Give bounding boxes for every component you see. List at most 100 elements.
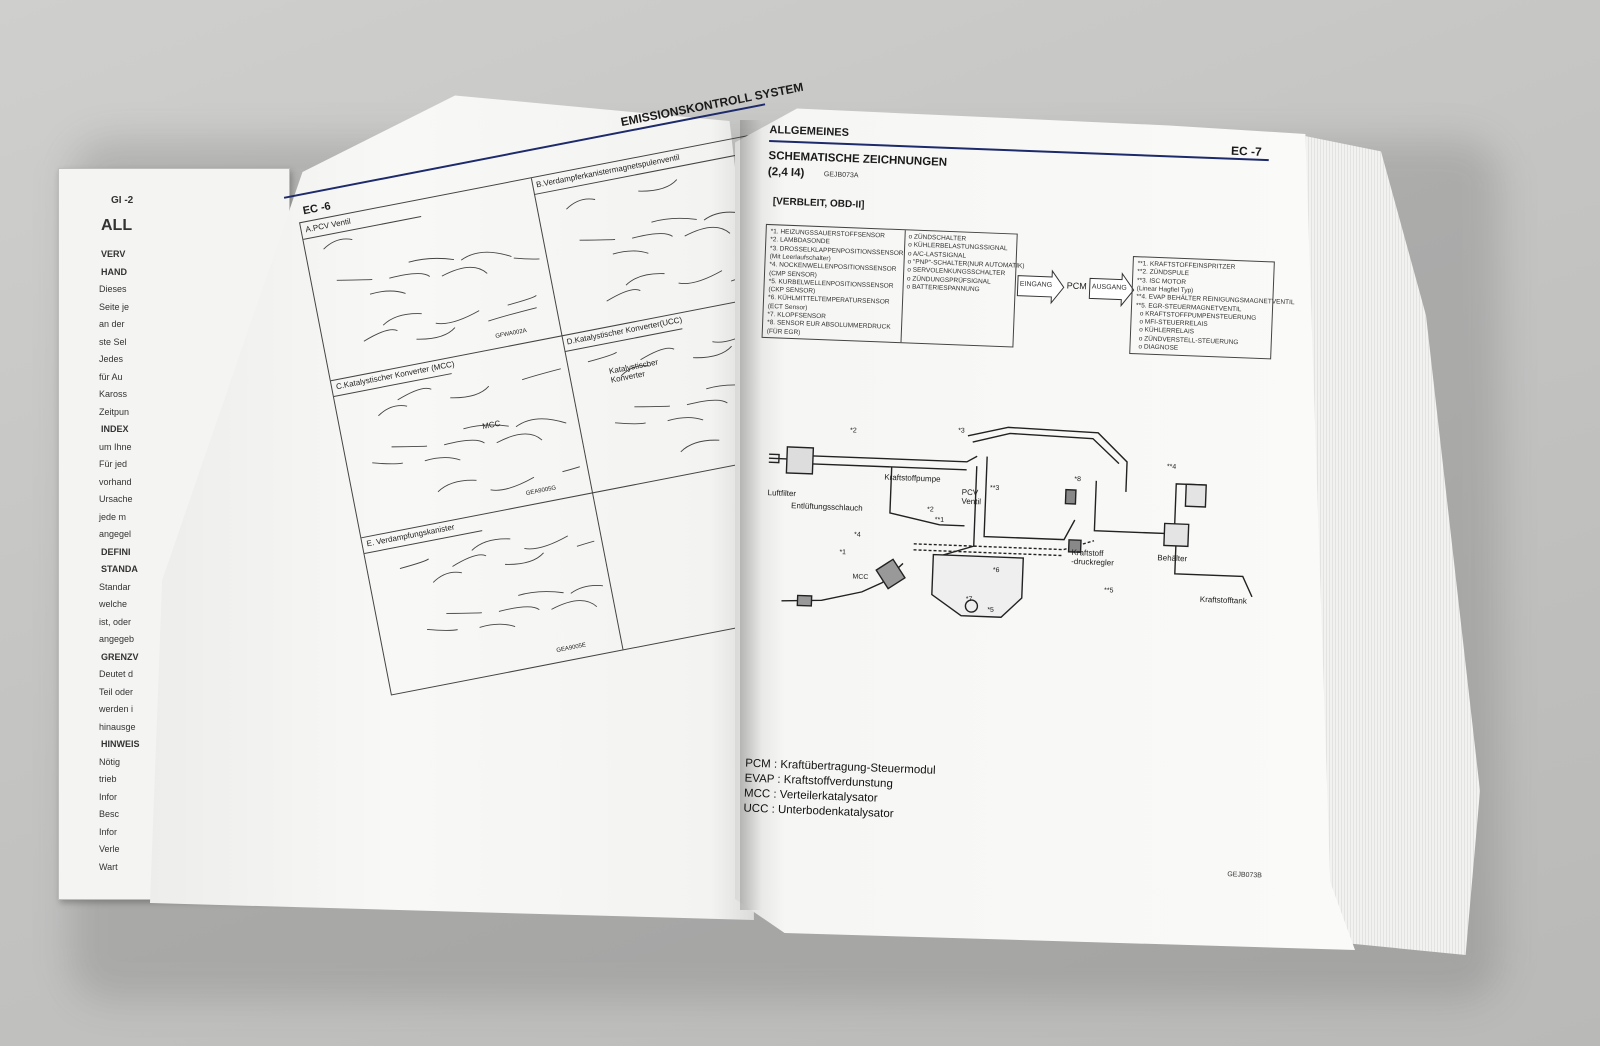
ausgang-arrow <box>1088 272 1135 308</box>
booklet-line: Besc <box>99 809 120 819</box>
schematic-label-behaelter: Behälter <box>1157 553 1188 564</box>
vapor-lines <box>967 426 1128 492</box>
schematic-label-m3b: **3 <box>989 484 1000 493</box>
booklet-line: um Ihne <box>99 441 132 452</box>
subtitle-code: GEJB073A <box>823 171 859 180</box>
pcm-label: PCM <box>1066 280 1087 292</box>
ucc-catalyst <box>796 594 813 607</box>
booklet-line: VERV <box>101 249 126 259</box>
booklet-line: Seite je <box>99 301 130 312</box>
booklet-line: hinausge <box>99 721 136 732</box>
booklet-line: an der <box>99 319 125 329</box>
right-page-content: ALLGEMEINES EC -7 SCHEMATISCHE ZEICHNUNG… <box>741 118 1300 898</box>
booklet-line: Nötig <box>99 756 121 767</box>
schematic-label-m4b: **4 <box>1166 463 1177 471</box>
inputs-box: *1. HEIZUNGSSAUERSTOFFSENSOR*2. LAMBDASO… <box>761 223 1025 348</box>
outputs-box: **1. KRAFTSTOFFEINSPRITZER**2. ZÜNDSPULE… <box>1129 256 1295 360</box>
inputs-divider <box>900 230 906 343</box>
booklet-line: Ursache <box>99 494 133 504</box>
left-page-content: EMISSIONSKONTROLL SYSTEM EC -6 A.PCV Ven… <box>277 68 867 721</box>
figure-panel: C.Katalystischer Konverter (MCC)GEA9005G… <box>331 335 592 537</box>
section-subtitle: (2,4 I4) <box>767 165 805 180</box>
booklet-line: INDEX <box>101 424 129 434</box>
evap-valve-shape <box>1184 483 1207 508</box>
schematic-label-pcv: PCV Ventil <box>961 487 982 507</box>
booklet-line: für Au <box>99 371 123 382</box>
air-inlet <box>768 453 787 464</box>
intake-duct <box>812 455 978 471</box>
legend-line: MCC : Verteilerkatalysator <box>743 787 878 805</box>
schematic-label-kraftstofftank: Kraftstofftank <box>1199 594 1247 606</box>
booklet-line: jede m <box>99 511 127 522</box>
booklet-line: Für jed <box>99 459 128 469</box>
section-title: SCHEMATISCHE ZEICHNUNGEN <box>768 149 948 169</box>
sketch-strokes <box>323 238 545 342</box>
emission-system-schematic <box>768 426 1253 618</box>
schematic-label-m5: *5 <box>987 606 995 614</box>
booklet-line: Infor <box>99 826 118 837</box>
mcc-catalyst <box>875 558 906 590</box>
input-sensor-item: (ECT Sensor) <box>767 302 808 312</box>
variant-label: [VERBLEIT, OBD-II] <box>772 196 865 211</box>
schematic-label-druckregler: Kraftstoff -druckregler <box>1071 547 1115 568</box>
right-page-number: EC -7 <box>1230 143 1263 159</box>
input-signal-item: o BATTERIESPANNUNG <box>906 283 980 293</box>
footer-code: GEJB073B <box>1227 871 1263 880</box>
schematic-label-m1: *1 <box>839 548 847 557</box>
schematic-label-m2: *2 <box>849 427 857 435</box>
engine-block <box>931 553 1025 618</box>
eingang-arrow <box>1016 269 1065 305</box>
booklet-line: Infor <box>99 791 118 802</box>
schematic-label-m7: *7 <box>965 595 973 604</box>
booklet-line: vorhand <box>99 476 132 487</box>
booklet-line: Teil oder <box>99 686 134 697</box>
pcm-flow <box>1016 269 1135 308</box>
output-item: o DIAGNOSE <box>1138 343 1179 352</box>
fuel-rail <box>913 540 1095 557</box>
schematic-label-m2b: *2 <box>926 506 934 514</box>
tank-line <box>1174 545 1253 598</box>
pcv-lines <box>943 456 1076 556</box>
schematic-label-m8: *8 <box>1074 475 1082 484</box>
schematic-label-m6: *6 <box>992 566 1000 575</box>
booklet-line: Wart <box>99 861 118 872</box>
booklet-line: HINWEIS <box>101 739 140 749</box>
booklet-line: angegeb <box>99 634 135 644</box>
booklet-line: angegel <box>99 529 132 539</box>
booklet-line: DEFINI <box>101 546 131 557</box>
book-gutter <box>740 120 762 910</box>
schematic-label-luftfilter: Luftfilter <box>767 488 797 499</box>
schematic-label-mcc: MCC <box>852 573 869 582</box>
legend-line: UCC : Unterbodenkatalysator <box>743 802 894 821</box>
left-page-number: EC -6 <box>301 200 332 218</box>
figure-sketch <box>323 238 545 342</box>
booklet-line: Jedes <box>99 354 124 364</box>
booklet-line: ist, oder <box>99 616 132 627</box>
input-sensor-item: (FÜR EGR) <box>766 327 801 336</box>
schematic-label-m4: *4 <box>853 531 861 539</box>
booklet-line: STANDA <box>101 564 138 574</box>
input-sensor-item: (CMP SENSOR) <box>768 269 818 279</box>
booklet-page-number: GI -2 <box>111 195 134 206</box>
booklet-line: Kaross <box>99 389 128 399</box>
crank-sensor <box>964 599 979 613</box>
booklet-line: Verle <box>99 844 120 854</box>
canister-shape <box>1163 522 1190 548</box>
pressure-regulator <box>1067 539 1082 553</box>
booklet-line: trieb <box>99 774 117 784</box>
booklet-line: Dieses <box>99 284 127 294</box>
schematic-label-m5b: **5 <box>1103 587 1114 595</box>
schematic-label-m3: *3 <box>957 427 965 435</box>
booklet-line: Deutet d <box>99 669 134 679</box>
right-page <box>735 108 1355 950</box>
booklet-line: welche <box>99 599 128 609</box>
schematic-label-m1b: **1 <box>934 516 945 524</box>
booklet-title: ALL <box>101 217 133 234</box>
booklet-line: Zeitpun <box>99 406 130 417</box>
booklet-line: GRENZV <box>101 651 139 662</box>
booklet-line: Standar <box>99 581 131 592</box>
